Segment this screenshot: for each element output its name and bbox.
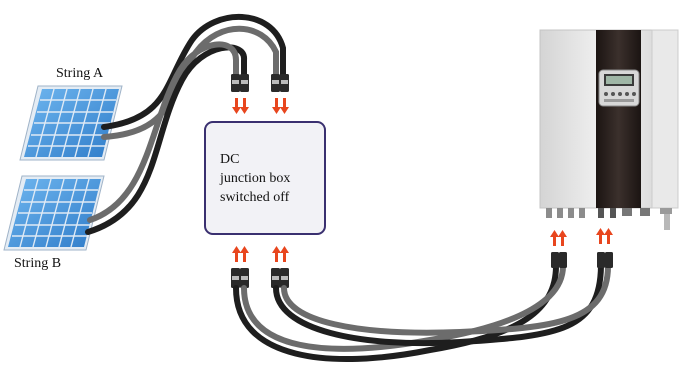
dc-junction-box (204, 121, 326, 235)
junction-box-line-3: switched off (220, 190, 290, 205)
inverter-connectors (551, 252, 613, 268)
inverter (539, 29, 679, 230)
junction-box-line-1: DC (220, 152, 240, 167)
connectors-bottom (231, 268, 289, 288)
arrows-out-of-box (232, 246, 289, 262)
connectors-top (231, 74, 289, 92)
junction-box-line-2: junction box (220, 171, 291, 186)
arrows-into-inverter (550, 228, 613, 246)
string-cables-top (85, 14, 286, 235)
solar-panel-string-b (3, 175, 105, 251)
output-cables (233, 263, 611, 363)
junction-box-label: DC junction box switched off (220, 150, 320, 207)
string-b-label: String B (14, 256, 62, 271)
string-a-label: String A (56, 66, 104, 81)
arrows-into-box (232, 98, 289, 114)
solar-panel-string-a (19, 85, 123, 161)
